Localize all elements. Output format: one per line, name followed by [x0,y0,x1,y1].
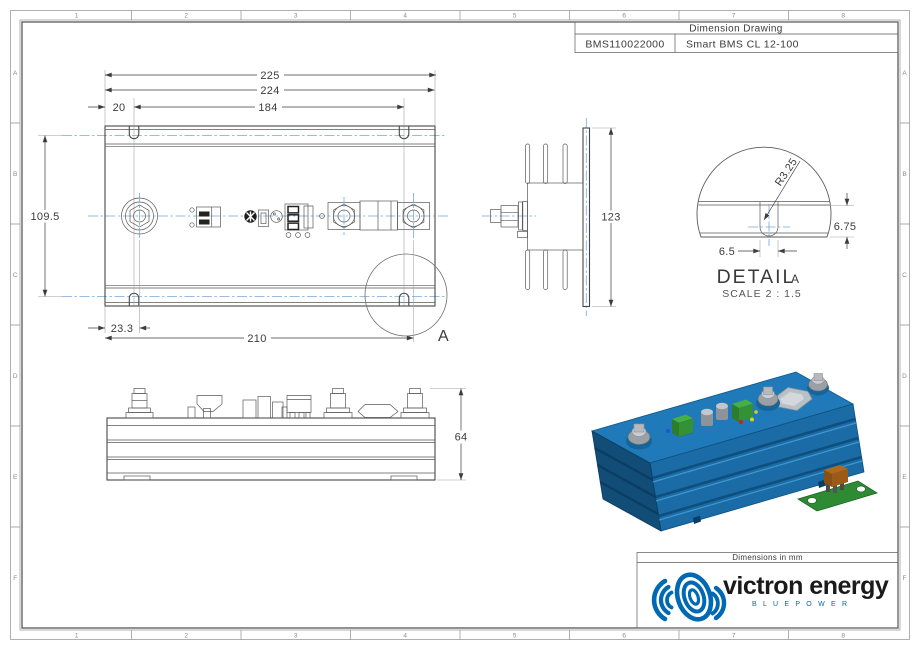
iso-led-blue [666,429,670,433]
top-view: A 225 224 184 20 109.5 23.3 210 [27,69,449,345]
grid-col-label: 1 [75,13,79,20]
dim-224: 224 [260,85,279,97]
grid-row-label: B [13,171,17,178]
grid-col-label: 1 [75,633,79,640]
grid-row-label: E [13,474,18,481]
detail-view: R3.25 6.75 6.5 DETAIL A SCALE 2 : 1.5 [696,146,857,300]
front-bolt-mid [323,388,353,419]
iso-led-red [738,419,744,425]
border-frame: 1 2 3 4 5 6 7 8 1 2 3 4 5 6 7 8 A B C D … [10,10,910,640]
grid-row-label: E [902,474,907,481]
dim-6-5: 6.5 [719,246,735,258]
bolt-terminal-left [121,193,158,239]
victron-logo-icon [651,572,727,622]
led-holder [258,209,269,227]
detail-title: DETAIL [717,266,796,288]
side-bolt [490,201,528,238]
front-view: 64 [106,388,472,481]
grid-row-label: B [902,171,906,178]
terminal-block-3pin [284,203,314,238]
grid-col-label: 5 [513,633,517,640]
iso-capacitors [701,402,728,426]
front-view-dimension: 64 [430,388,472,481]
front-components [242,395,312,419]
dim-109-5: 109.5 [30,211,59,223]
iso-notch [693,515,701,524]
iso-green-connector-2 [732,399,753,422]
grid-col-label: 5 [513,13,517,20]
dim-123: 123 [601,212,620,224]
grid-row-label: D [13,373,18,380]
grid-row-label: F [903,575,907,582]
iso-green-connector-1 [672,414,693,437]
brand-tagline: B L U E P O W E R [752,601,849,608]
connector-2pin [189,206,221,228]
detail-marker-label: A [438,328,449,345]
brand-name: victron energy [723,572,889,600]
grid-col-label: 3 [294,633,298,640]
dim-225: 225 [260,70,279,82]
grid-row-label: F [13,575,17,582]
iso-led-yellow [754,410,758,414]
grid-col-label: 3 [294,13,298,20]
side-view-dimension: 123 [592,127,623,307]
grid-col-label: 2 [184,633,188,640]
detail-scale: SCALE 2 : 1.5 [722,288,802,300]
part-number: BMS110022000 [585,39,664,51]
drawing-type-title: Dimension Drawing [689,24,783,35]
grid-row-label: A [902,70,907,77]
iso-fuse-holder [772,387,813,411]
grid-col-label: 7 [732,633,736,640]
iso-led-yellow [750,417,754,422]
footer-block: Dimensions in mm victron energy B L U E … [636,552,899,629]
dim-20: 20 [113,102,126,114]
grid-col-label: 8 [841,633,845,640]
grid-col-label: 6 [622,633,626,640]
product-name: Smart BMS CL 12-100 [686,39,799,51]
grid-col-label: 4 [403,13,407,20]
dim-23-3: 23.3 [111,323,134,335]
grid-row-label: A [13,70,18,77]
grid-row-label: C [13,272,18,279]
front-connector [187,395,223,419]
top-view-dimensions: 225 224 184 20 109.5 23.3 210 [27,69,437,345]
title-block: Dimension Drawing BMS110022000 Smart BMS… [574,21,899,53]
grid-col-label: 4 [403,633,407,640]
dim-184: 184 [258,102,277,114]
side-view: 123 [482,118,623,316]
iso-view [590,371,878,532]
grid-col-label: 2 [184,13,188,20]
iso-bolt-mid [756,386,780,411]
iso-bolt-left [626,423,652,450]
front-bolt-right [400,388,430,419]
dim-64: 64 [455,432,468,444]
grid-row-label: D [902,373,907,380]
grid-col-label: 7 [732,13,736,20]
buzzer-component [244,210,257,223]
fuse-assembly [319,193,430,239]
units-note: Dimensions in mm [732,553,803,562]
front-bolt-left [125,388,154,419]
dim-210: 210 [247,333,266,345]
dim-6-75: 6.75 [834,221,857,233]
iso-shunt-pcb [797,465,878,512]
detail-title-suffix: A [791,272,799,286]
grid-row-label: C [902,272,907,279]
round-connector [270,210,283,223]
grid-col-label: 6 [622,13,626,20]
front-fuse [357,404,399,418]
grid-col-label: 8 [841,13,845,20]
iso-bolt-right [807,373,829,396]
